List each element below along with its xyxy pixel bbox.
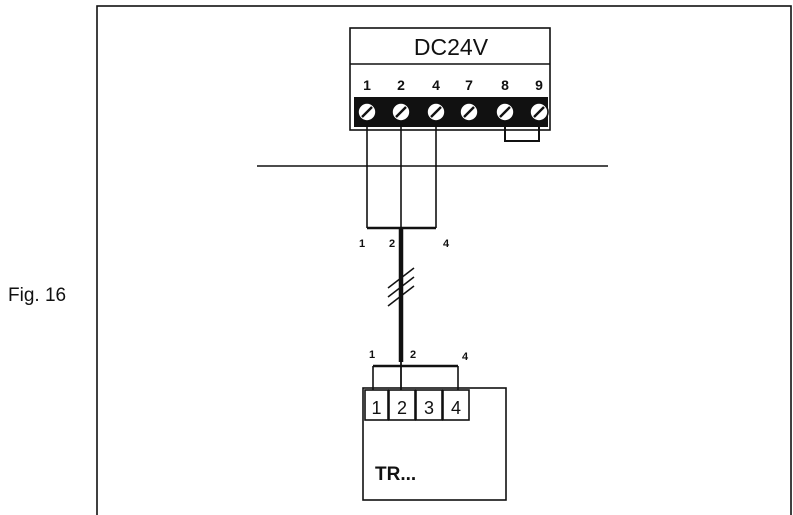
cable-top-label-4: 4 bbox=[443, 238, 450, 250]
terminal-label-2: 2 bbox=[397, 77, 405, 93]
diagram-frame bbox=[96, 5, 792, 515]
cable-top-label-1: 1 bbox=[359, 238, 365, 250]
cable-top-label-2: 2 bbox=[389, 238, 395, 250]
device-terminal-box-2 bbox=[388, 389, 416, 421]
lower-wires bbox=[372, 362, 459, 390]
slash-mark bbox=[387, 267, 415, 289]
figure-caption: Fig. 16 bbox=[8, 285, 67, 306]
terminal-label-1: 1 bbox=[363, 77, 371, 93]
device-terminal-box-1 bbox=[364, 389, 389, 421]
device-terminal-box-3 bbox=[415, 389, 443, 421]
slash-mark bbox=[387, 285, 415, 307]
cable-bottom-label-1: 1 bbox=[369, 349, 375, 361]
terminal-labels: 1 2 4 7 8 9 bbox=[363, 77, 543, 93]
device-terminal-label-2: 2 bbox=[397, 398, 407, 418]
power-supply-block: DC24V 1 2 4 7 8 9 bbox=[349, 27, 551, 142]
device-terminal-label-3: 3 bbox=[424, 398, 434, 418]
device-terminal-box-4 bbox=[442, 389, 470, 421]
device-terminal-label-4: 4 bbox=[451, 398, 461, 418]
terminal-label-9: 9 bbox=[535, 77, 543, 93]
screw-slot-7 bbox=[463, 106, 475, 118]
power-supply-label: DC24V bbox=[414, 34, 489, 60]
cable-bottom-label-4: 4 bbox=[462, 351, 469, 363]
upper-wires bbox=[366, 124, 437, 232]
screw-slot-4 bbox=[430, 106, 442, 118]
screw-slot-1 bbox=[361, 106, 373, 118]
jumper-8-9 bbox=[504, 127, 540, 142]
screw-slot-8 bbox=[499, 106, 511, 118]
screw-slot-9 bbox=[533, 106, 545, 118]
terminal-label-7: 7 bbox=[465, 77, 473, 93]
terminal-label-8: 8 bbox=[501, 77, 509, 93]
terminal-label-4: 4 bbox=[432, 77, 440, 93]
terminal-strip bbox=[354, 97, 548, 127]
device-terminal-label-1: 1 bbox=[371, 398, 381, 418]
screw-slot-2 bbox=[395, 106, 407, 118]
cable-bottom-label-2: 2 bbox=[410, 349, 416, 361]
device-outline bbox=[362, 387, 507, 501]
cable-slash-marks bbox=[387, 267, 415, 307]
slash-mark bbox=[387, 276, 415, 298]
terminal-screws bbox=[357, 102, 549, 122]
device-label: TR... bbox=[375, 464, 416, 485]
